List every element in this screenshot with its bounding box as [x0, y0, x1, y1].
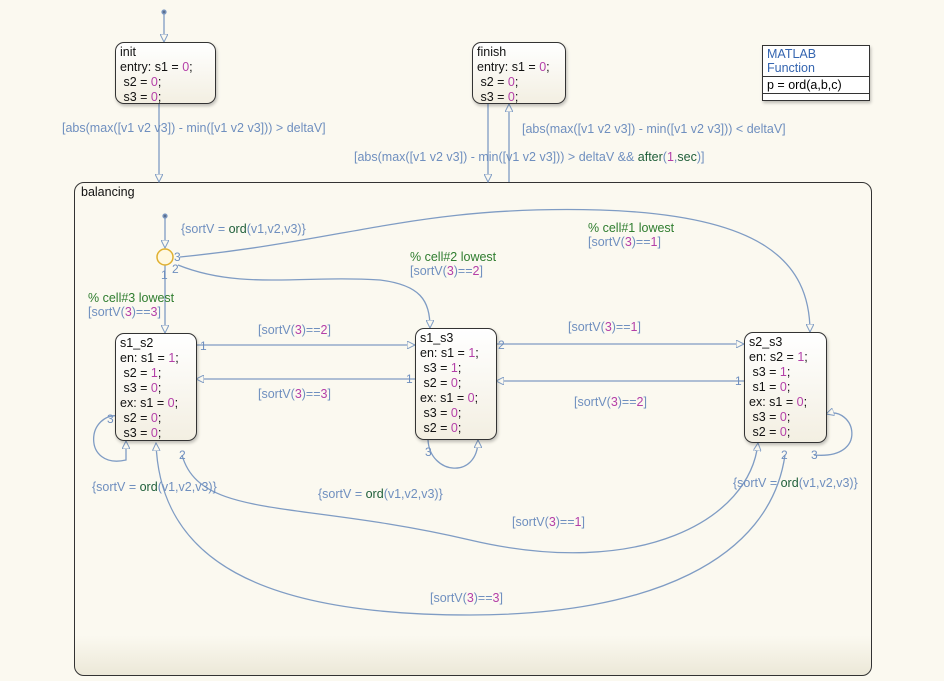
state-action: en: s1 = 1;	[120, 351, 179, 365]
state-action: s2 = 1;	[120, 366, 162, 380]
priority-number: 2	[172, 262, 179, 276]
state-action: s2 = 0;	[420, 376, 462, 390]
matlab-function-block[interactable]: MATLAB Function p = ord(a,b,c)	[762, 45, 870, 101]
priority-number: 2	[179, 448, 186, 462]
state-name: s1_s2	[120, 336, 154, 350]
state-action: s3 = 0;	[120, 426, 162, 440]
state-action: s2 = 0;	[420, 421, 462, 435]
priority-number: 1	[735, 374, 742, 388]
label-s1_s2-s1_s3[interactable]: [sortV(3)==2]	[258, 323, 331, 337]
default-transition-dot	[161, 9, 167, 15]
label-s1_s3-s2_s3[interactable]: [sortV(3)==1]	[568, 320, 641, 334]
label-junction-s2_s3[interactable]: [sortV(3)==1]	[588, 235, 661, 249]
state-action: s2 = 0;	[120, 411, 162, 425]
state-name: finish	[477, 45, 507, 59]
state-action: ex: s1 = 0;	[749, 395, 808, 409]
transition-s1_s2-s2_s3[interactable]	[181, 443, 758, 554]
priority-number: 3	[425, 445, 432, 459]
state-name: s2_s3	[749, 335, 783, 349]
state-action: s1 = 0;	[749, 380, 791, 394]
connective-junction[interactable]	[156, 248, 174, 266]
state-s2_s3[interactable]: s2_s3 en: s2 = 1; s3 = 1; s1 = 0; ex: s1…	[744, 332, 827, 443]
comment-s2_s3: % cell#1 lowest	[588, 221, 675, 235]
state-action: s3 = 0;	[749, 410, 791, 424]
comment-s1_s2: % cell#3 lowest	[88, 291, 175, 305]
priority-number: 2	[498, 338, 505, 352]
state-name: init	[120, 45, 136, 59]
label-junction-s1_s2[interactable]: [sortV(3)==3]	[88, 305, 161, 319]
matlab-function-title: MATLAB Function	[763, 46, 869, 77]
state-action: ex: s1 = 0;	[120, 396, 179, 410]
priority-number: 3	[107, 412, 114, 426]
state-init[interactable]: init entry: s1 = 0; s2 = 0; s3 = 0;	[115, 42, 216, 104]
state-action: entry: s1 = 0;	[120, 60, 193, 74]
state-action: en: s2 = 1;	[749, 350, 808, 364]
self-transition-s2_s3[interactable]	[813, 413, 853, 456]
priority-number: 3	[174, 250, 181, 264]
label-init-balancing[interactable]: [abs(max([v1 v2 v3]) - min([v1 v2 v3])) …	[62, 121, 326, 135]
label-default-action[interactable]: {sortV = ord(v1,v2,v3)}	[181, 222, 306, 236]
state-action: entry: s1 = 0;	[477, 60, 550, 74]
state-s1_s2[interactable]: s1_s2 en: s1 = 1; s2 = 1; s3 = 0; ex: s1…	[115, 333, 197, 441]
label-self-s2_s3[interactable]: {sortV = ord(v1,v2,v3)}	[733, 476, 858, 490]
state-action: s3 = 1;	[749, 365, 791, 379]
state-action: s3 = 0;	[420, 406, 462, 420]
inner-default-dot	[162, 213, 168, 219]
priority-number: 2	[781, 448, 788, 462]
state-name: s1_s3	[420, 331, 454, 345]
priority-number: 1	[200, 339, 207, 353]
comment-s1_s3: % cell#2 lowest	[410, 250, 497, 264]
label-self-s1_s2[interactable]: {sortV = ord(v1,v2,v3)}	[92, 480, 217, 494]
label-s1_s2-s2_s3[interactable]: [sortV(3)==1]	[512, 515, 585, 529]
self-transition-s1_s3[interactable]	[427, 440, 478, 469]
transition-junction-s1_s3[interactable]	[177, 264, 430, 328]
state-action: ex: s1 = 0;	[420, 391, 479, 405]
label-s2_s3-s1_s2[interactable]: [sortV(3)==3]	[430, 591, 503, 605]
state-action: s3 = 0;	[477, 90, 519, 104]
state-action: s2 = 0;	[120, 75, 162, 89]
state-action: s3 = 0;	[120, 381, 162, 395]
label-junction-s1_s3[interactable]: [sortV(3)==2]	[410, 264, 483, 278]
state-finish[interactable]: finish entry: s1 = 0; s2 = 0; s3 = 0;	[472, 42, 566, 104]
priority-number: 3	[811, 448, 818, 462]
state-action: en: s1 = 1;	[420, 346, 479, 360]
label-self-s1_s3[interactable]: {sortV = ord(v1,v2,v3)}	[318, 487, 443, 501]
transition-junction-s2_s3[interactable]	[179, 208, 810, 332]
state-s1_s3[interactable]: s1_s3 en: s1 = 1; s3 = 1; s2 = 0; ex: s1…	[415, 328, 497, 440]
matlab-function-signature: p = ord(a,b,c)	[763, 77, 869, 94]
state-balancing-title: balancing	[81, 185, 135, 199]
label-s1_s3-s1_s2[interactable]: [sortV(3)==3]	[258, 387, 331, 401]
self-transition-s1_s2[interactable]	[92, 415, 126, 462]
state-action: s2 = 0;	[749, 425, 791, 439]
state-action: s3 = 0;	[120, 90, 162, 104]
label-balancing-finish[interactable]: [abs(max([v1 v2 v3]) - min([v1 v2 v3])) …	[522, 122, 786, 136]
priority-number: 1	[161, 268, 168, 282]
label-s2_s3-s1_s3[interactable]: [sortV(3)==2]	[574, 395, 647, 409]
priority-number: 1	[406, 372, 413, 386]
transition-s2_s3-s1_s2[interactable]	[156, 443, 786, 616]
state-action: s2 = 0;	[477, 75, 519, 89]
label-finish-balancing[interactable]: [abs(max([v1 v2 v3]) - min([v1 v2 v3])) …	[354, 150, 705, 164]
state-action: s3 = 1;	[420, 361, 462, 375]
